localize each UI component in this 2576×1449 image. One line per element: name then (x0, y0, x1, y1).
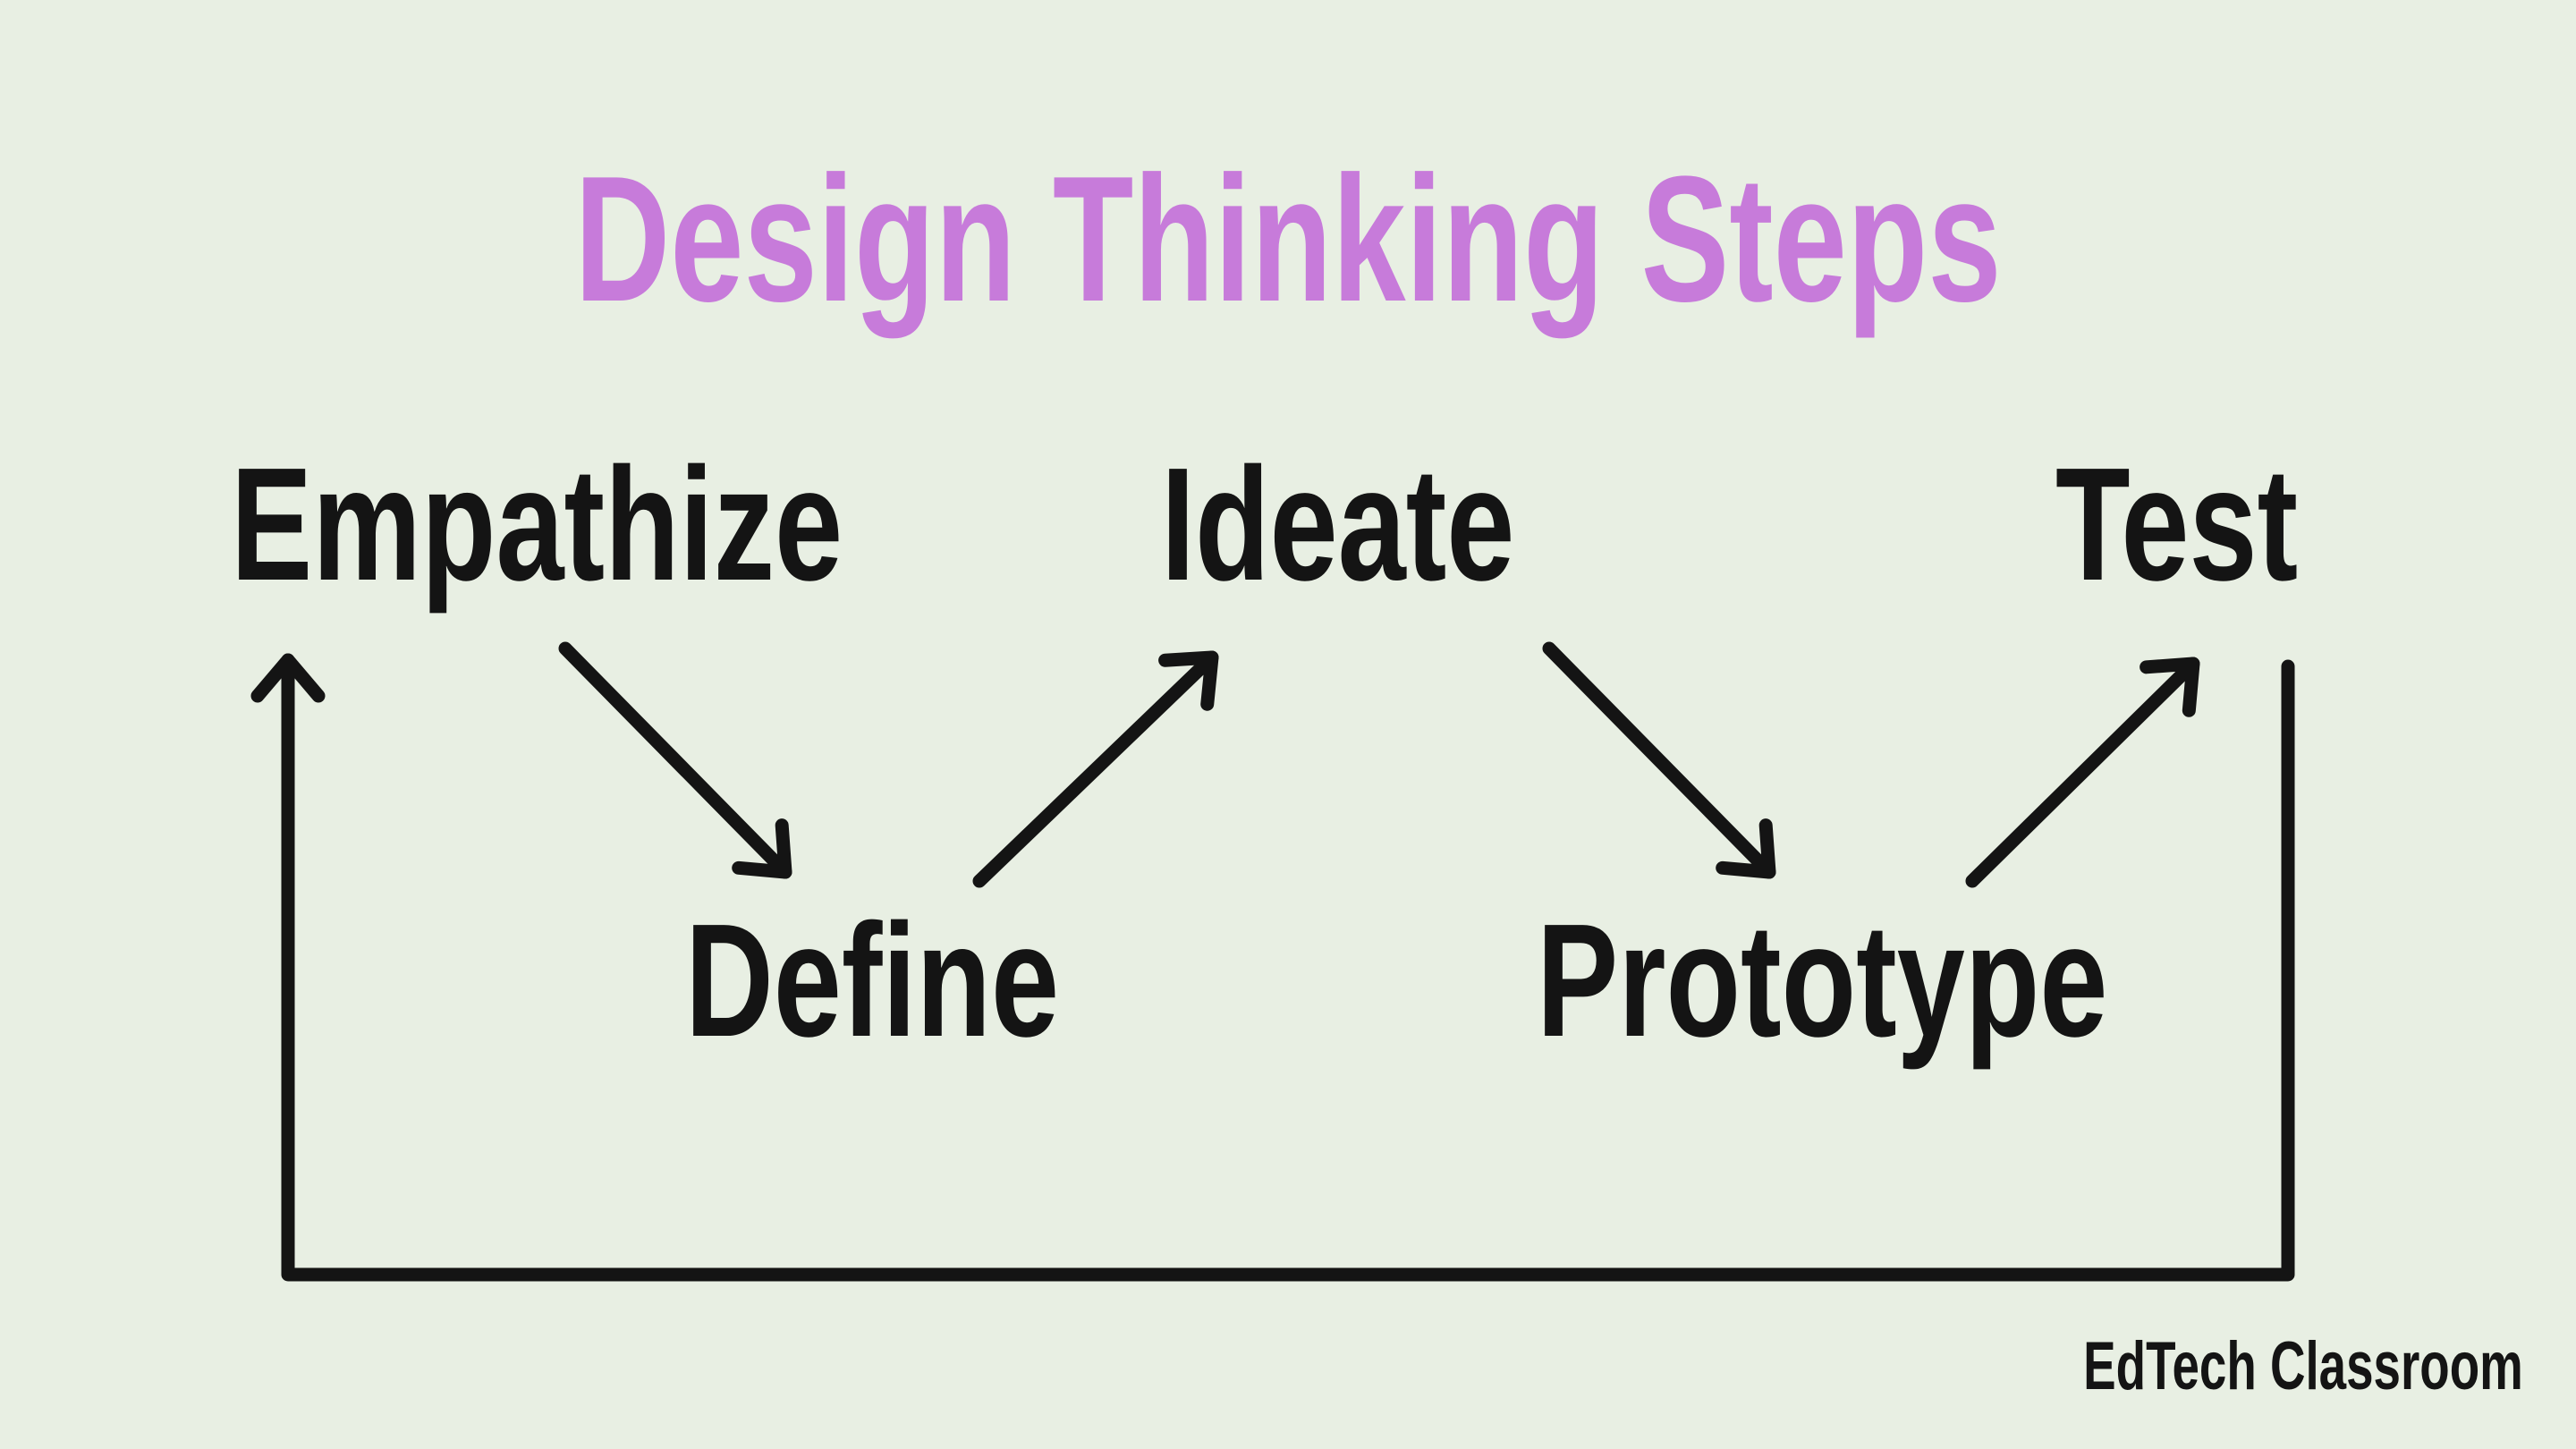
step-label-define: Define (685, 891, 1060, 1071)
arrow-prototype-to-test (1965, 657, 2200, 888)
step-label-empathize: Empathize (231, 435, 843, 614)
arrow-test-to-empathize-loop (250, 653, 2295, 1282)
attribution-text: EdTech Classroom (2083, 1328, 2523, 1404)
arrow-define-to-ideate (972, 650, 1219, 888)
page-title: Design Thinking Steps (574, 140, 2002, 339)
arrow-ideate-to-prototype (1542, 641, 1776, 879)
step-label-test: Test (2055, 435, 2299, 614)
step-label-prototype: Prototype (1537, 891, 2108, 1071)
arrow-empathize-to-define (558, 641, 792, 879)
step-label-ideate: Ideate (1161, 435, 1515, 614)
